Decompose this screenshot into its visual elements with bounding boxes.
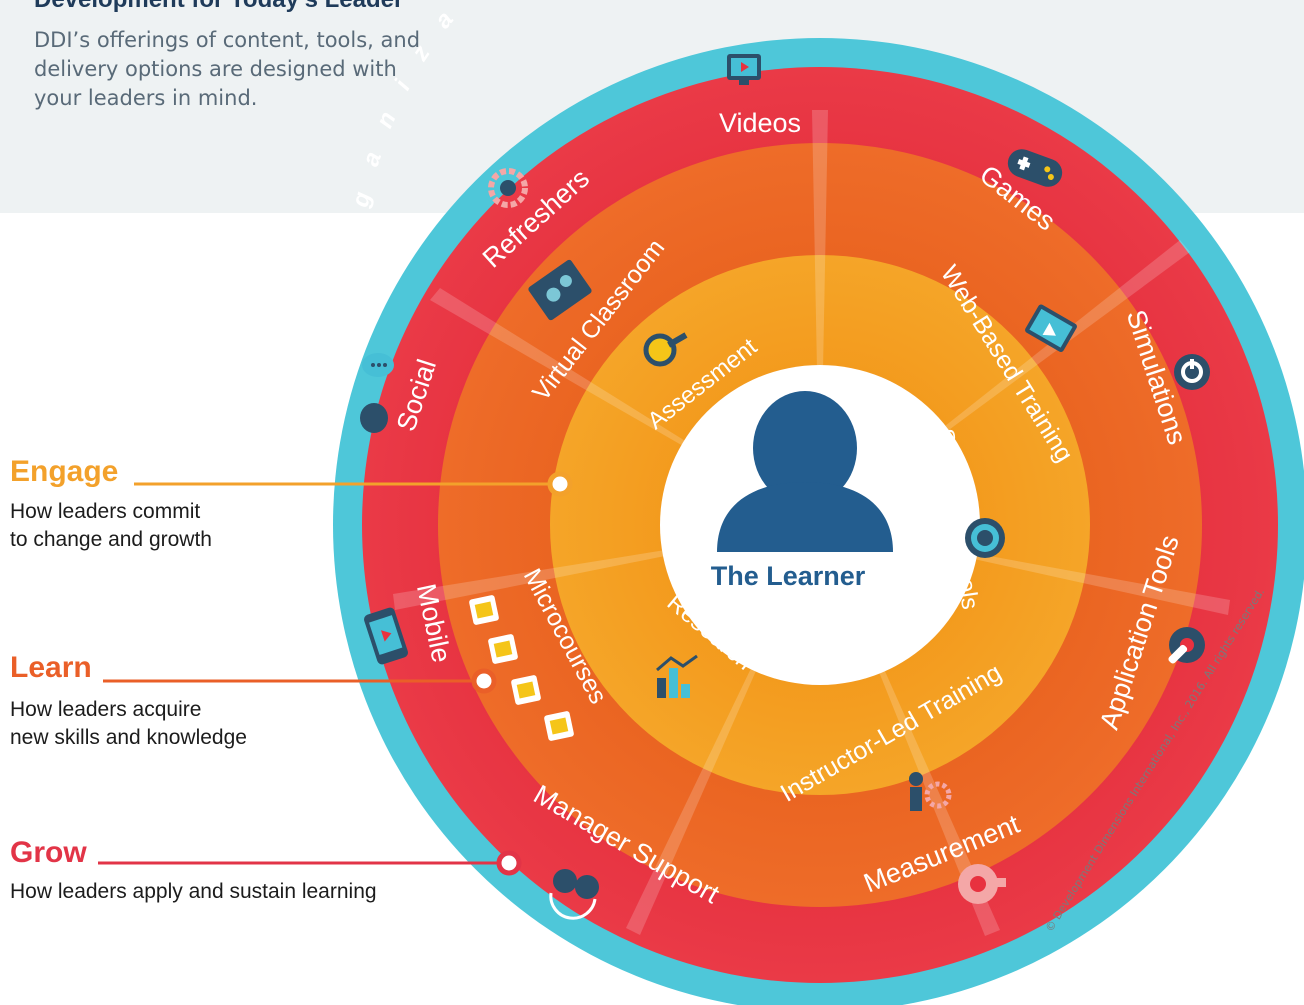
engage-title: Engage [10, 455, 119, 488]
bar-chart-icon [656, 654, 698, 698]
grow-dot [496, 850, 522, 876]
learn-description: How leaders acquire new skills and knowl… [10, 696, 247, 752]
grow-line: How leaders apply and sustain learning [10, 880, 377, 903]
learn-title: Learn [10, 651, 92, 684]
laptop-icon [1025, 304, 1077, 353]
learn-line: How leaders acquire [10, 698, 202, 721]
intro-line: DDI’s offerings of content, tools, and [34, 28, 421, 52]
grow-description: How leaders apply and sustain learning [10, 878, 377, 906]
ring-rays [393, 110, 1230, 936]
engage-line: How leaders commit [10, 500, 201, 523]
video-screen-icon [727, 54, 761, 85]
refresh-gear-icon [488, 168, 528, 208]
center-label: The Learner [711, 561, 866, 591]
person-icon [717, 391, 893, 552]
red-label-videos: Videos [719, 108, 801, 138]
engage-line: to change and growth [10, 528, 212, 551]
screen-meeting-icon [528, 259, 592, 321]
insight-gear-icon [965, 518, 1005, 558]
chat-bird-icon [360, 353, 394, 433]
learn-line: new skills and knowledge [10, 726, 247, 749]
intro-line: delivery options are designed with [34, 57, 397, 81]
power-icon [1174, 354, 1210, 390]
people-cycle-icon [549, 869, 599, 920]
instructor-gear-icon [909, 772, 952, 811]
gamepad-icon [1007, 149, 1063, 187]
document-stack-icon [469, 595, 574, 741]
magnifier-icon [643, 332, 688, 367]
engage-dot [547, 471, 573, 497]
wrench-gear-icon [1168, 627, 1205, 664]
page-title: Development for Today's Leader [34, 0, 403, 14]
intro-text: DDI’s offerings of content, tools, and d… [34, 26, 494, 113]
grow-title: Grow [10, 836, 87, 869]
mobile-phone-icon [364, 607, 408, 665]
tape-measure-icon [958, 864, 1006, 904]
engage-description: How leaders commit to change and growth [10, 498, 212, 554]
learn-dot [471, 668, 497, 694]
intro-line: your leaders in mind. [34, 86, 258, 110]
